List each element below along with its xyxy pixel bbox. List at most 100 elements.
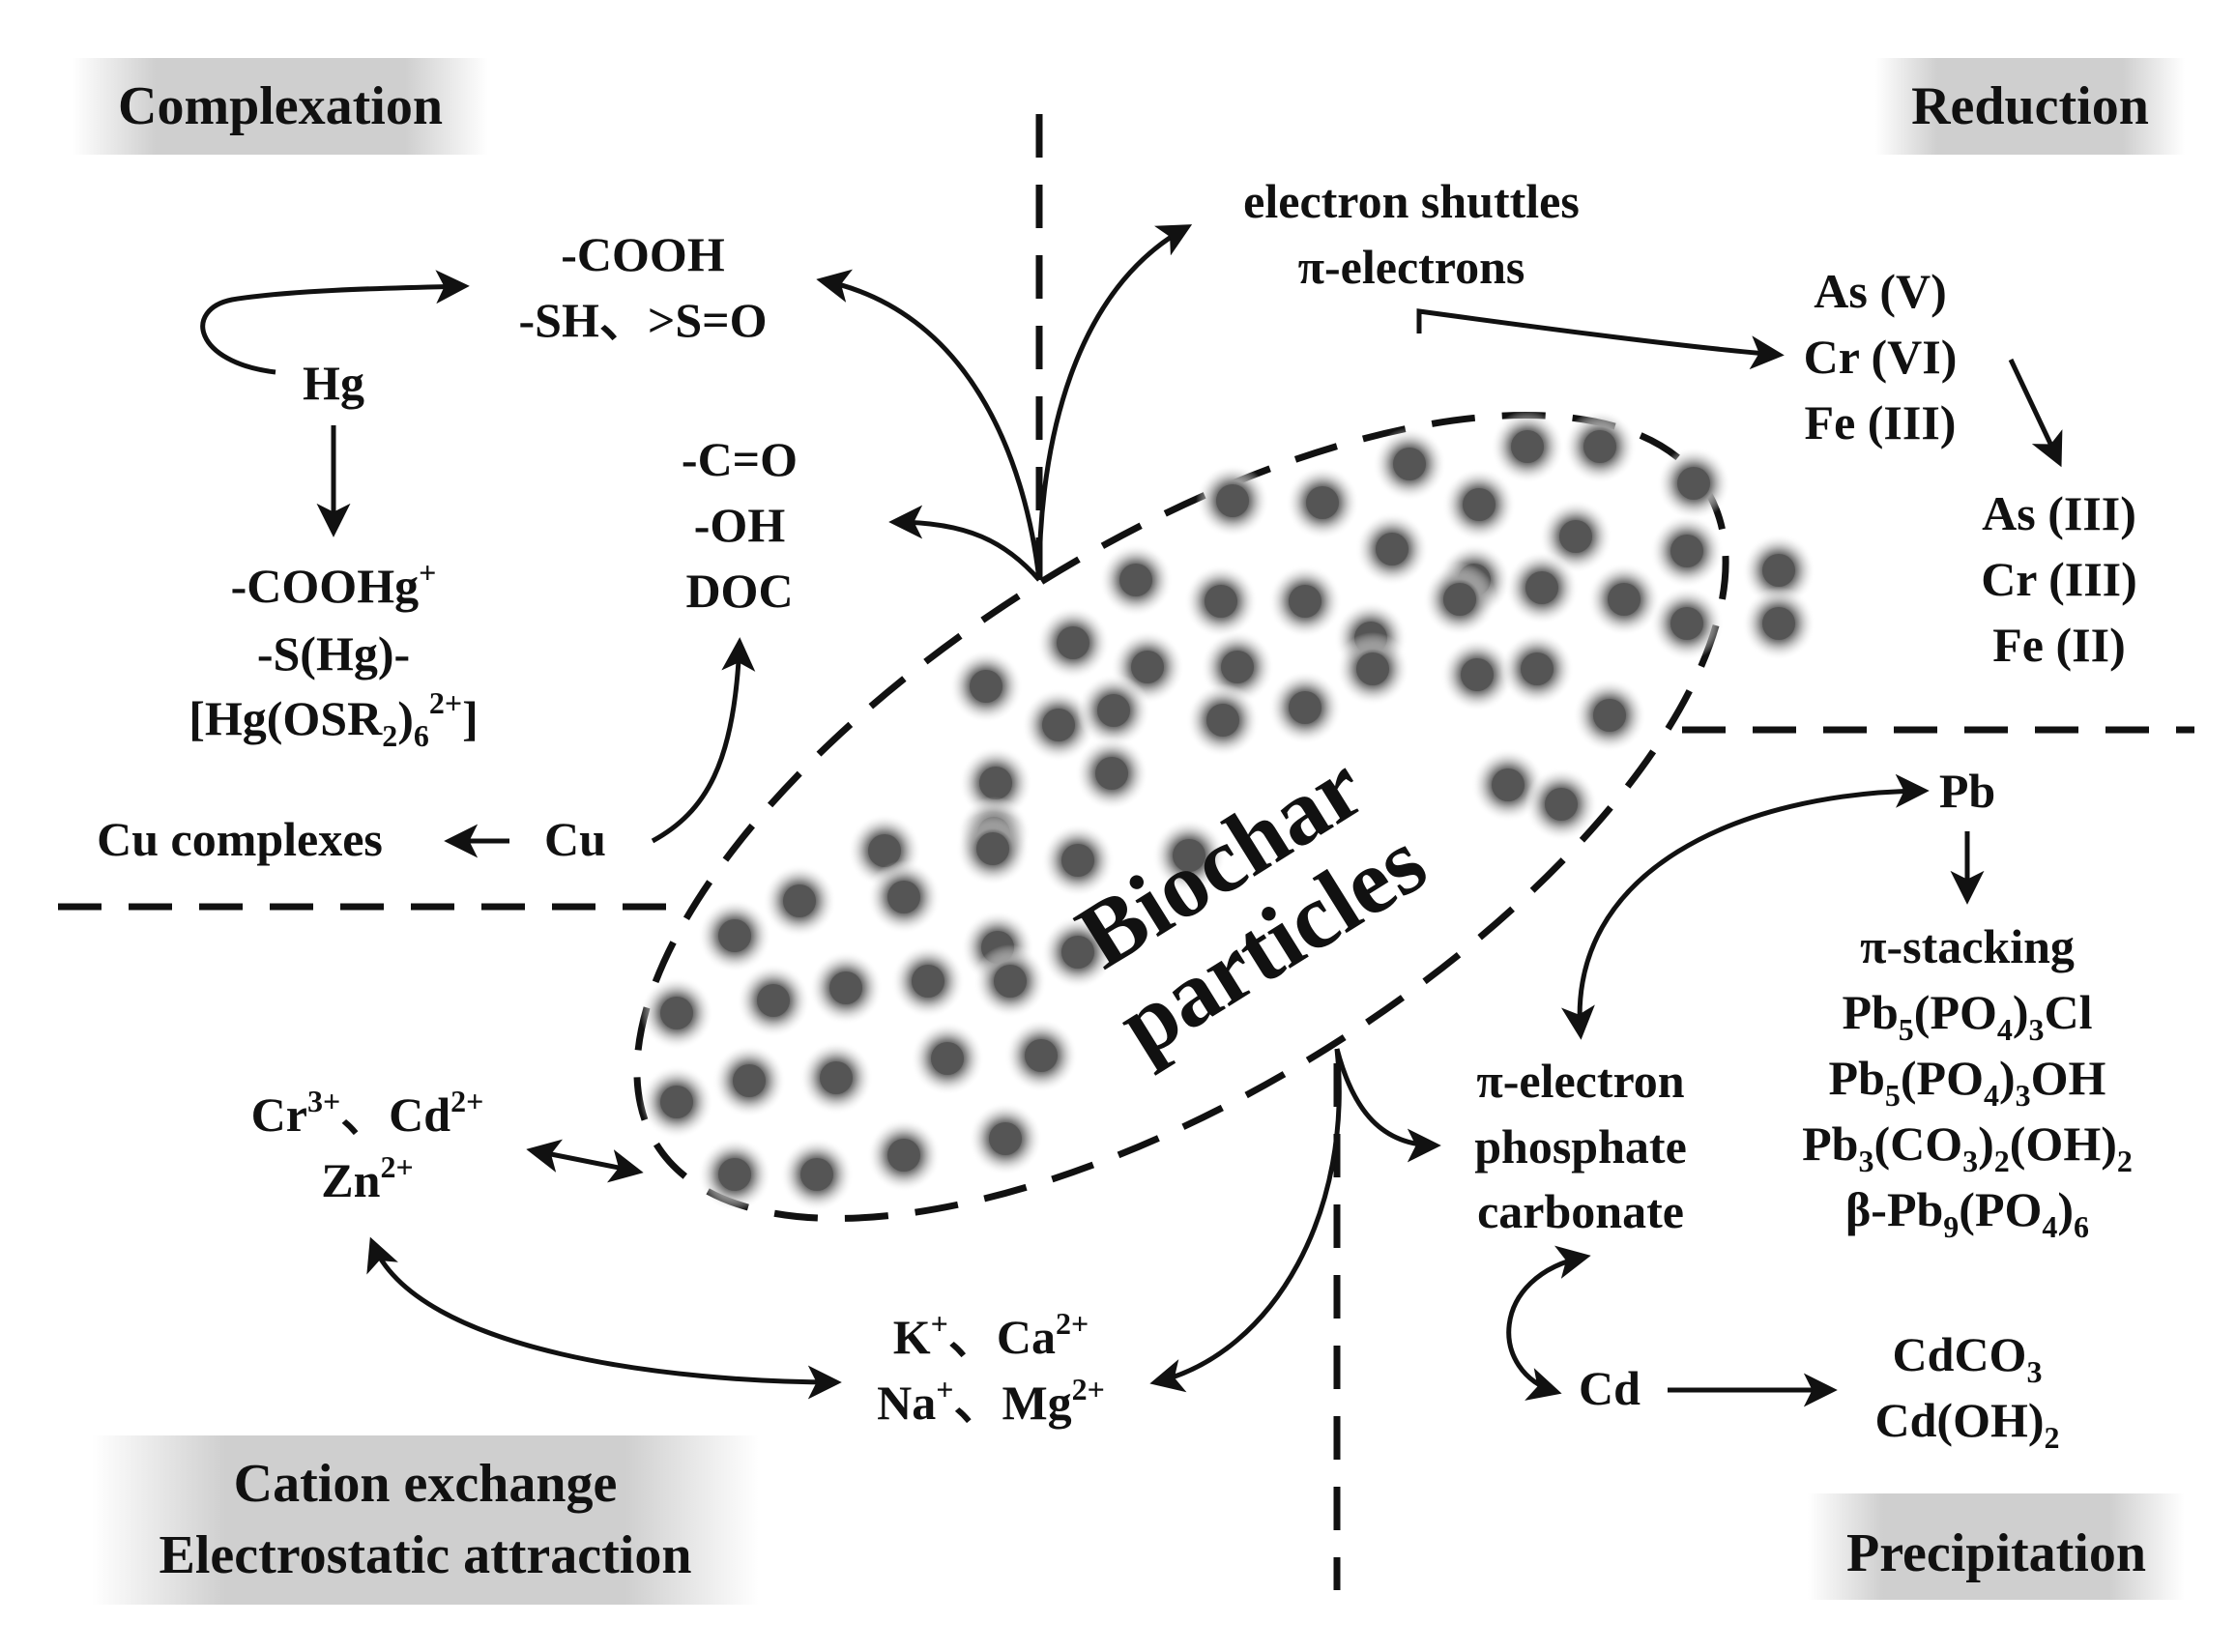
particle [1057,626,1089,659]
particle [783,884,816,917]
particle [1119,564,1152,596]
cu-complexes-label: Cu complexes [97,812,383,866]
biochar-to-shuttles-arrow [1036,224,1193,581]
cr-iii-label: Cr (III) [1981,552,2137,606]
particle [1521,652,1554,685]
particle [1393,448,1426,480]
particle [1205,585,1237,618]
as-v-label: As (V) [1814,264,1946,318]
precipitation-label: Precipitation [1846,1523,2146,1583]
pb-mechanism-arrow [1561,773,1930,1040]
particle [989,1122,1022,1155]
metals-biochar-arrow [526,1139,644,1183]
pi-electron-label: π-electron [1476,1054,1684,1108]
particle [1061,936,1094,969]
zn-ion: Zn2+ [321,1149,413,1207]
particle [887,881,920,913]
pb5po43oh-label: Pb5(PO4)3OH [1829,1051,2106,1113]
carbonate-label: carbonate [1477,1184,1684,1238]
cr-cd-ions: Cr3+、Cd2+ [251,1084,484,1142]
particle [1095,757,1128,790]
cooh-group: -COOH [561,227,725,281]
cdco3-label: CdCO3 [1893,1327,2043,1389]
particle [1289,691,1321,724]
electron-shuttles-label: electron shuttles [1243,174,1580,228]
hg-to-cooh-arrow [200,270,470,375]
particle [1608,583,1641,616]
particle [1670,607,1703,640]
particle [1061,844,1094,877]
complexation-label-bg [73,58,488,155]
particle [718,919,751,952]
complexation-label: Complexation [118,76,443,136]
pi-electrons-label: π-electrons [1298,240,1525,294]
particle [1583,430,1616,463]
as-iii-label: As (III) [1982,486,2136,540]
cation-exchange-label: Cation exchange [234,1454,618,1514]
particle [1289,585,1321,618]
hg-label: Hg [303,356,364,410]
pb5po43cl-label: Pb5(PO4)3Cl [1842,985,2092,1047]
biochar-particles [640,410,1815,1211]
oxidized-to-reduced-arrow [2008,358,2063,468]
cr-vi-label: Cr (VI) [1804,330,1958,384]
particle [1492,768,1525,801]
cd-mechanism-arrow [1506,1245,1591,1401]
shuttles-to-oxidized-arrow [1416,308,1785,370]
co-group: -C=O [682,432,798,486]
electrostatic-label: Electrostatic attraction [160,1525,692,1585]
hg-product-1: -COOHg+ [231,555,437,613]
arrows [200,224,2063,1407]
cdoh2-label: Cd(OH)2 [1875,1393,2060,1455]
particle [1306,486,1339,519]
cd-label: Cd [1579,1361,1641,1415]
fe-ii-label: Fe (II) [1992,618,2125,672]
pi-stacking-label: π-stacking [1860,919,2075,973]
particle [1762,554,1795,587]
phosphate-label: phosphate [1474,1119,1687,1174]
hg-product-3: [Hg(OSR2)62+] [189,685,479,753]
pb-label: Pb [1939,764,1995,818]
hg-product-2: -S(Hg)- [257,626,410,681]
particle [1131,651,1164,683]
particle [1097,694,1130,727]
particle [1443,583,1476,616]
particle [1762,607,1795,640]
particle [970,670,1002,703]
pb3co32oh2-label: Pb3(CO3)2(OH)2 [1802,1116,2133,1178]
particle [1525,571,1558,604]
biochar-to-pi-electron-arrow [1334,1048,1441,1163]
particle [757,984,790,1017]
fe-iii-label: Fe (III) [1805,395,1957,449]
oh-group: -OH [694,498,786,552]
b-pb9po46-label: β-Pb9(PO4)6 [1845,1182,2089,1244]
particle [1545,788,1578,821]
cation-label-bg [92,1435,759,1605]
particle [868,834,901,867]
reduction-label: Reduction [1911,76,2149,136]
particle [1376,533,1408,565]
particle [887,1139,920,1172]
particle [1042,709,1075,741]
particle [1216,484,1249,517]
doc-label: DOC [685,564,793,618]
particle [718,1158,751,1191]
particle [1511,430,1544,463]
biochar-to-kca-arrow [1149,1048,1342,1393]
particle [1677,467,1710,500]
particle [820,1061,853,1094]
cu-to-doc-arrow [651,637,756,844]
biochar-to-co-arrow [888,505,1041,582]
particle [1593,699,1626,732]
particle [1173,839,1205,872]
particle [800,1158,833,1191]
cu-label: Cu [544,812,606,866]
sh-so-group: -SH、>S=O [518,293,767,347]
na-mg-ions: Na+、Mg2+ [877,1372,1105,1430]
particle [994,965,1027,998]
particle [976,832,1009,865]
particle [733,1064,766,1097]
particle [1025,1039,1058,1072]
biochar-to-cooh-arrow [816,269,1042,581]
